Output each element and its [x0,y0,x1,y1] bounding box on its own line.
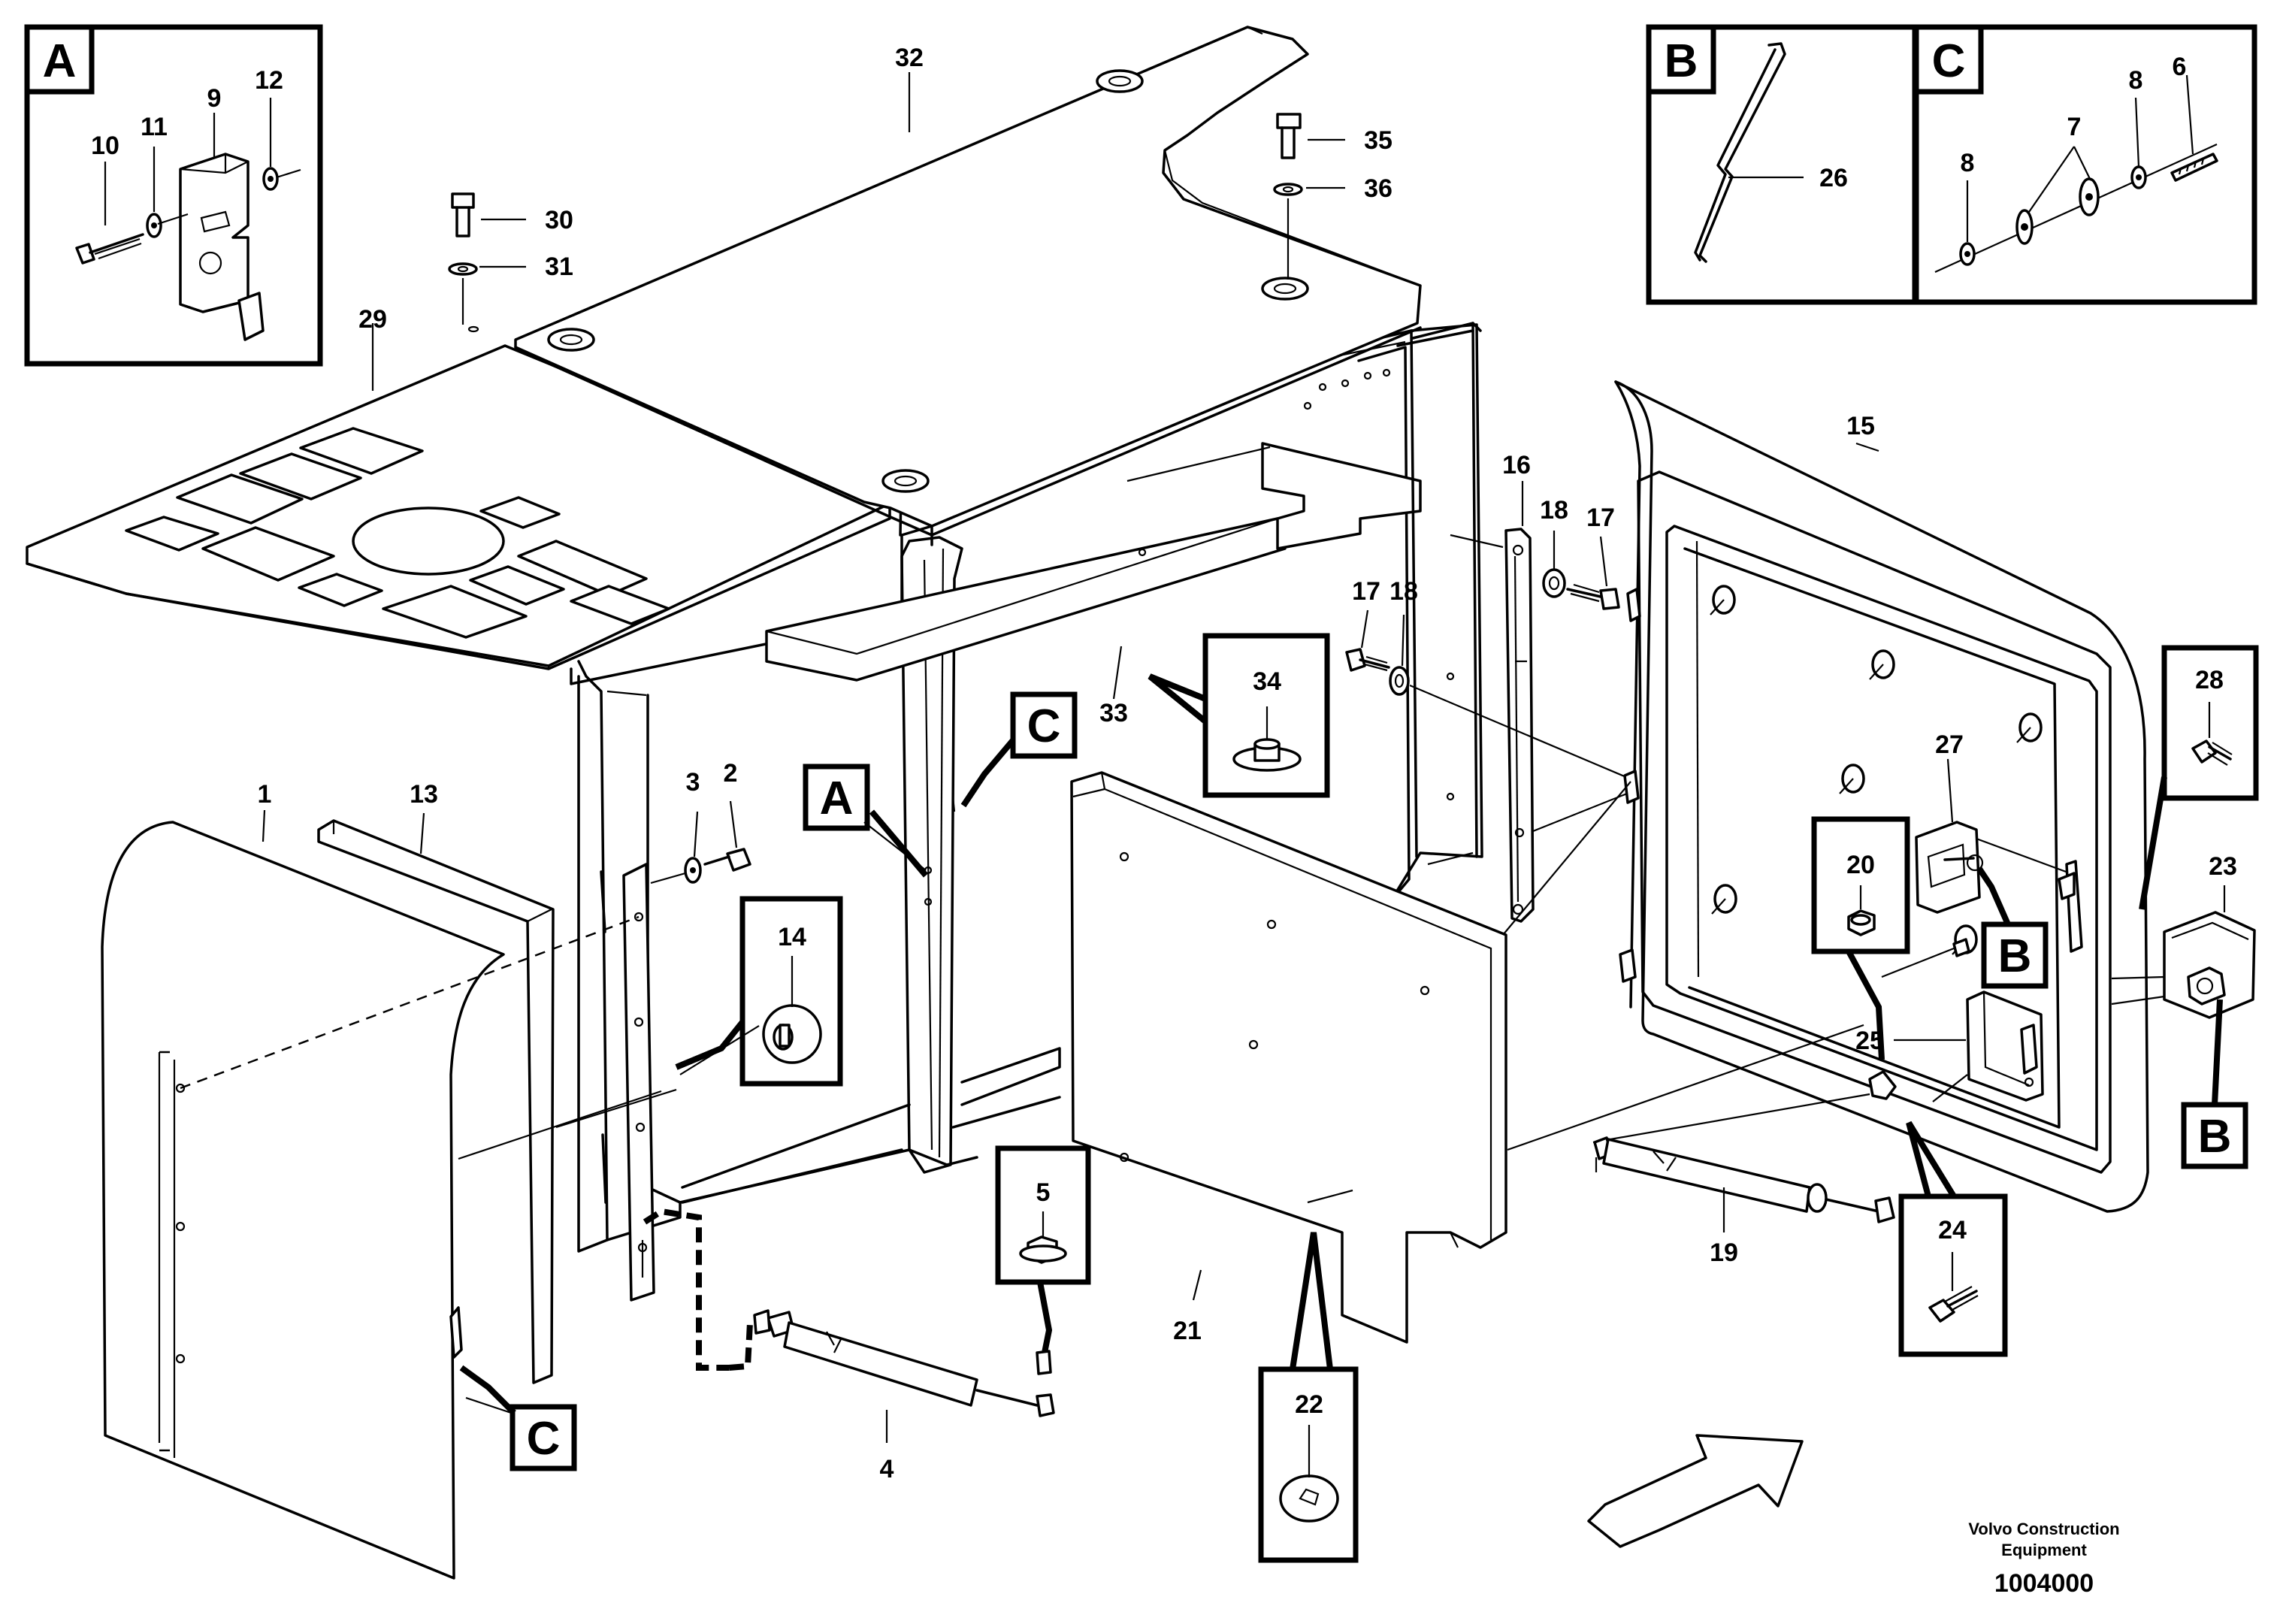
bolt-part-35 [1276,113,1302,129]
maker-line-1: Volvo Construction [1968,1520,2119,1538]
callout-8-right: 8 [2129,66,2143,95]
hinge-bolts-2-3: 3 2 [650,759,751,885]
callout-24: 24 [1938,1216,1967,1244]
ref-marker-a: A [803,764,929,878]
callout-16: 16 [1502,451,1531,479]
callout-26: 26 [1819,164,1848,192]
detail-box-a: A 10 11 9 12 [24,24,323,367]
callout-27: 27 [1935,730,1964,759]
callout-4: 4 [880,1455,894,1483]
bolt-part-10 [75,243,95,265]
callout-33: 33 [1099,699,1128,727]
gas-spring-part-4: 4 [753,1309,1055,1483]
roof-cover-part-32 [514,26,1422,537]
hinge-plate-part-9 [179,153,249,313]
maker-line-2: Equipment [2001,1541,2087,1559]
callout-28: 28 [2195,666,2224,694]
gas-spring-part-19: 19 [1593,1136,1895,1267]
callout-1: 1 [258,780,272,809]
ref-label-b-upper: B [1998,930,2032,982]
callout-3: 3 [686,768,700,797]
callout-11: 11 [141,113,168,141]
washer-part-36 [1273,183,1303,196]
callout-17-upper: 17 [1586,504,1615,532]
ref-label-c-lower: C [527,1413,561,1465]
bolt-part-17-upper [1599,588,1620,610]
callout-34: 34 [1253,667,1281,696]
detail-box-part-5: 5 [995,1145,1091,1375]
bolt-part-30 [451,192,475,209]
detail-box-part-34: 33 34 [1099,633,1330,798]
callout-15: 15 [1846,412,1875,440]
main-frame [570,322,1483,1371]
footer-branding: Volvo Construction Equipment 1004000 [1968,1520,2119,1598]
callout-32: 32 [895,44,924,72]
rod-part-26 [1698,42,1786,263]
callout-6: 6 [2173,53,2187,81]
strike-part-25: 25 [1855,990,2044,1102]
washer-part-31 [448,262,478,276]
lock-part-27: 27 [1915,730,2083,953]
callout-13: 13 [410,780,438,809]
panel-attach-line [180,915,640,1090]
detail-label-a: A [43,35,77,87]
callout-30: 30 [545,206,573,234]
callout-10: 10 [91,132,119,160]
ref-marker-c-upper: C [951,691,1078,812]
detail-box-c: C 8 7 8 6 [1913,24,2257,305]
roof-panel-part-29 [26,325,891,670]
left-callouts: 1 13 29 32 [258,44,924,854]
detail-box-b: B 26 [1646,24,1918,305]
roof-bolts: 30 31 35 36 [448,113,1393,325]
detail-box-part-24: 24 [1898,1120,2008,1357]
detail-box-b-tab [1646,24,1716,95]
detail-box-part-28: 28 [2139,645,2259,910]
bolt-part-2 [726,848,751,872]
detail-label-c: C [1932,35,1966,87]
callout-35: 35 [1364,126,1393,155]
ref-marker-c-lower: C [459,1365,577,1471]
callout-9: 9 [207,84,222,113]
ref-label-a: A [820,773,854,824]
callout-17-lower: 17 [1352,577,1380,606]
callout-14: 14 [778,923,806,951]
washer-part-18-lower [1389,666,1410,696]
callout-8-left: 8 [1961,149,1975,177]
callout-21: 21 [1173,1317,1202,1345]
callout-5: 5 [1036,1178,1051,1207]
door-attach-line-1 [1507,1024,1864,1151]
callout-22: 22 [1295,1390,1323,1419]
floor-panel-part-21: 21 [1070,771,1507,1345]
callout-20: 20 [1846,851,1875,879]
detail-box-a-tab [24,24,95,95]
hinge-part-16: 16 18 17 17 18 [1345,451,1639,923]
callout-19: 19 [1710,1238,1738,1267]
callout-29: 29 [358,305,387,334]
detail-label-b: B [1665,35,1698,87]
detail-box-part-14: 14 [675,896,843,1087]
ref-marker-b-upper: B [1976,866,2049,989]
seal-frame-part-13 [317,819,555,1384]
ref-label-b-lower: B [2198,1111,2232,1163]
callout-12: 12 [255,66,283,95]
side-panel-part-1 [101,821,505,1580]
callout-18-upper: 18 [1540,496,1568,525]
ref-marker-b-lower: B [2181,999,2248,1169]
detail-box-part-22: 22 [1258,1232,1359,1563]
direction-arrow [1587,1434,1804,1548]
callout-2: 2 [724,759,738,788]
callout-31: 31 [545,253,573,281]
ref-label-c-upper: C [1027,700,1061,752]
bolt-part-17-lower [1345,648,1366,672]
callout-18-lower: 18 [1389,577,1418,606]
callout-23: 23 [2209,852,2237,881]
callout-7: 7 [2067,113,2082,141]
latch-part-23: 23 [2111,852,2256,1019]
drawing-code: 1004000 [1994,1569,2094,1598]
detail-box-part-20: 20 [1811,816,1970,1100]
callout-36: 36 [1364,174,1393,203]
washer-part-18-upper [1542,568,1566,598]
detail-box-c-tab [1913,24,1984,95]
